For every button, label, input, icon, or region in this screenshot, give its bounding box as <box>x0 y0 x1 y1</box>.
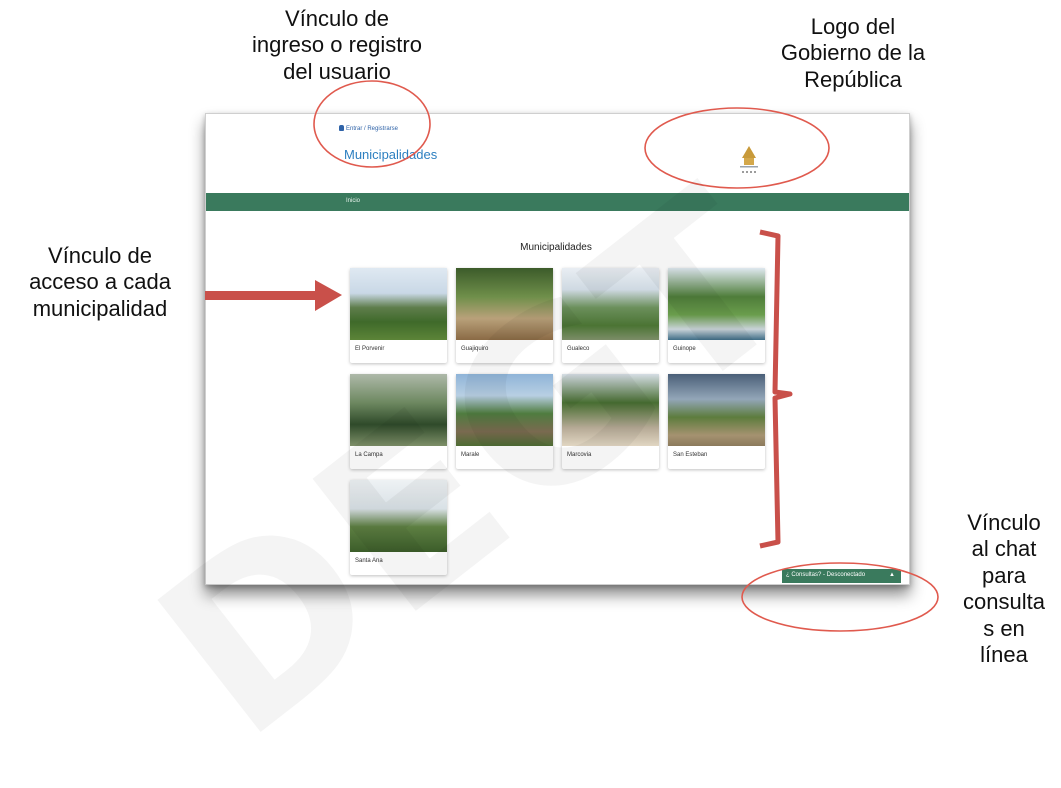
municipality-name: El Porvenir <box>355 346 385 352</box>
municipalities-heading: Municipalidades <box>520 242 592 253</box>
municipality-card-santa-ana[interactable]: Santa Ana <box>350 480 447 575</box>
municipality-card-marale[interactable]: Marale <box>456 374 553 469</box>
municipality-card-marcovia[interactable]: Marcovia <box>562 374 659 469</box>
annotation-chat-note: Vínculo al chat para consulta s en línea <box>963 510 1045 667</box>
municipality-photo <box>668 268 765 340</box>
annotation-municipality-note: Vínculo de acceso a cada municipalidad <box>29 243 171 321</box>
municipality-name: Guinope <box>673 346 696 352</box>
annotation-login-note: Vínculo de ingreso o registro del usuari… <box>252 6 422 84</box>
municipality-card-gualeco[interactable]: Gualeco <box>562 268 659 363</box>
municipality-card-guinope[interactable]: Guinope <box>668 268 765 363</box>
user-icon <box>339 125 344 131</box>
municipality-photo <box>562 374 659 446</box>
login-register-label: Entrar / Registrarse <box>346 126 399 132</box>
municipality-name: Santa Ana <box>355 558 383 564</box>
municipality-name: Marale <box>461 452 480 458</box>
municipality-name: Guajiquiro <box>461 346 489 352</box>
site-title-link[interactable]: Municipalidades <box>344 147 438 162</box>
municipality-photo <box>668 374 765 446</box>
municipality-photo <box>562 268 659 340</box>
municipality-photo <box>456 374 553 446</box>
chat-bar[interactable]: ¿ Consultas? - Desconectado ▲ <box>782 569 901 583</box>
chevron-up-icon[interactable]: ▲ <box>889 572 895 578</box>
municipality-name: San Esteban <box>673 452 708 458</box>
main-navbar: Inicio <box>206 193 909 211</box>
chat-label: ¿ Consultas? - Desconectado <box>786 572 866 578</box>
municipality-name: Gualeco <box>567 346 590 352</box>
nav-item-inicio[interactable]: Inicio <box>346 198 361 204</box>
municipality-photo <box>350 374 447 446</box>
login-register-link[interactable]: Entrar / Registrarse <box>339 125 398 132</box>
municipality-card-guajiquiro[interactable]: Guajiquiro <box>456 268 553 363</box>
government-logo[interactable] <box>734 144 764 176</box>
municipality-photo <box>350 268 447 340</box>
municipality-name: La Campa <box>355 452 383 458</box>
website-screenshot: Entrar / Registrarse Municipalidades Ini… <box>205 113 910 585</box>
municipality-card-la-campa[interactable]: La Campa <box>350 374 447 469</box>
municipality-photo <box>350 480 447 552</box>
municipality-name: Marcovia <box>567 452 592 458</box>
municipality-photo <box>456 268 553 340</box>
municipality-card-san-esteban[interactable]: San Esteban <box>668 374 765 469</box>
government-seal-icon <box>740 146 758 173</box>
municipality-card-el-porvenir[interactable]: El Porvenir <box>350 268 447 363</box>
annotation-logo-note: Logo del Gobierno de la República <box>780 14 926 92</box>
